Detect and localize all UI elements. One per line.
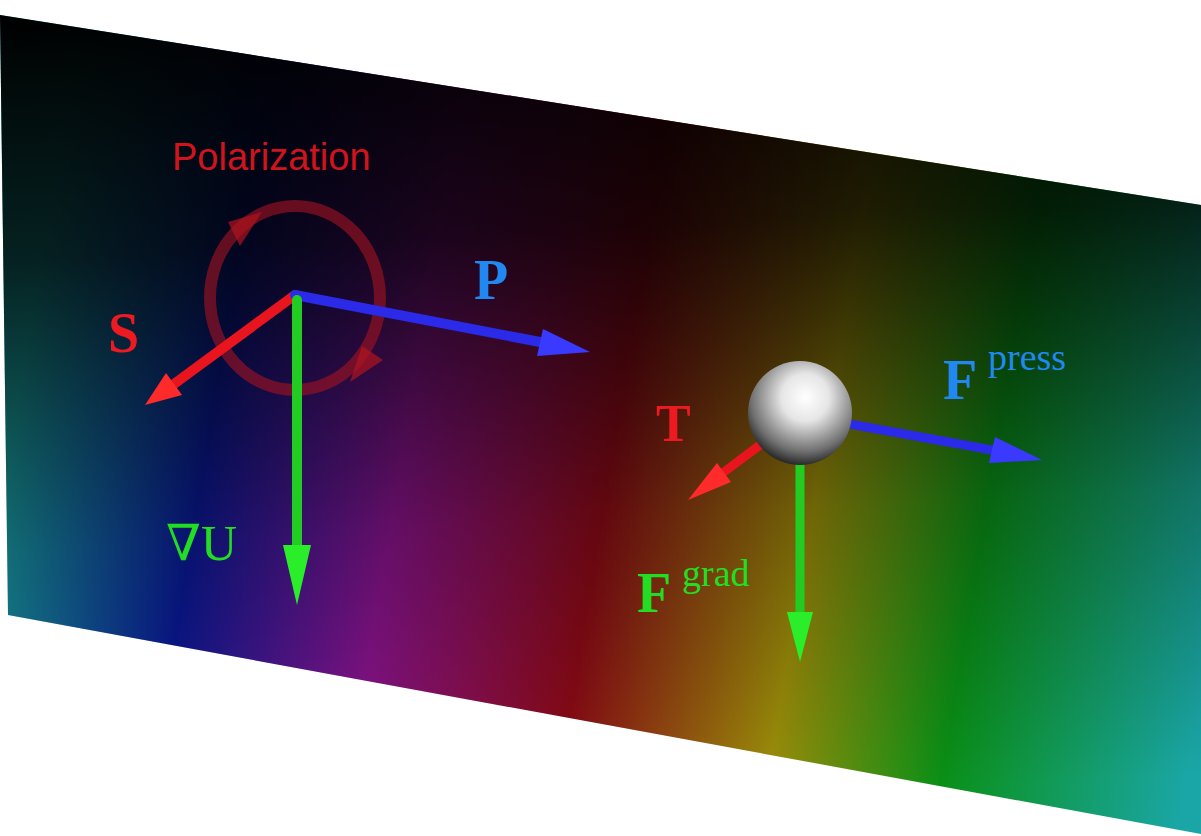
spin-arrow bbox=[174, 295, 295, 384]
torque-label: T bbox=[656, 398, 691, 450]
ring-arrowhead bbox=[228, 212, 262, 246]
force-superscript: press bbox=[988, 338, 1066, 376]
particle-sphere bbox=[748, 361, 852, 465]
momentum-label: P bbox=[474, 252, 508, 308]
spin-label: S bbox=[108, 305, 139, 361]
arrowhead bbox=[537, 329, 590, 356]
arrowhead bbox=[787, 612, 813, 662]
gradient-label: ∇U bbox=[166, 518, 237, 568]
polarization-label: Polarization bbox=[172, 138, 371, 176]
arrowhead bbox=[688, 463, 731, 500]
force-superscript: grad bbox=[682, 554, 750, 592]
arrowhead bbox=[145, 373, 182, 405]
plane-shading bbox=[0, 15, 1201, 834]
force-symbol: F bbox=[637, 565, 671, 621]
field-plane bbox=[0, 15, 1201, 834]
force-symbol: F bbox=[943, 352, 977, 408]
gradient-arrow bbox=[292, 300, 302, 545]
ring-arrowhead bbox=[350, 346, 383, 382]
arrowhead bbox=[989, 437, 1042, 463]
arrowhead bbox=[283, 545, 311, 605]
